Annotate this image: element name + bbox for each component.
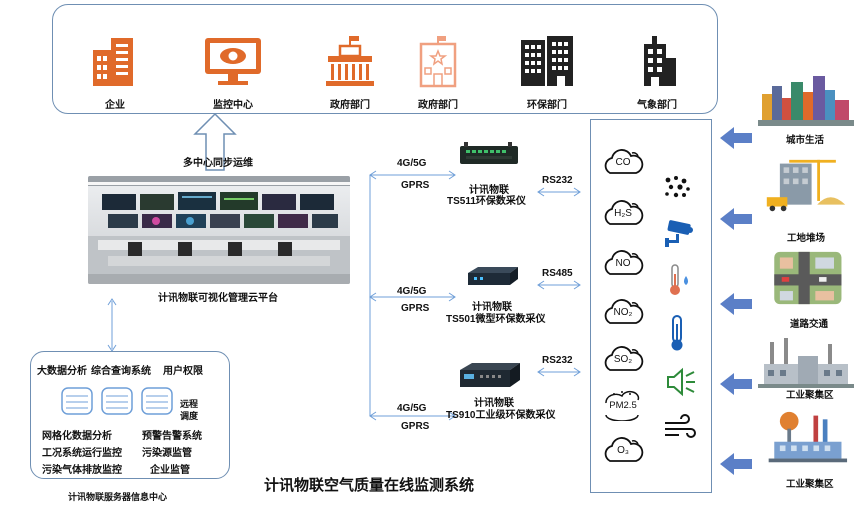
monitor-eye-icon	[205, 38, 261, 85]
wind-icon	[665, 414, 696, 438]
no-cloud-icon: NO	[602, 248, 644, 278]
so2-cloud-icon: SO₂	[602, 344, 644, 374]
server-stack-icons	[61, 387, 173, 415]
feature-emission-monitor: 污染气体排放监控	[42, 465, 122, 476]
enterprise-building-icon	[93, 38, 133, 86]
network-links	[369, 170, 581, 421]
co-cloud-icon: CO	[602, 147, 644, 177]
noise-speaker-icon	[667, 367, 695, 397]
platform-label: 计讯物联可视化管理云平台	[158, 293, 278, 304]
entity-label: 企业	[105, 100, 125, 111]
link3-gprs: GPRS	[401, 421, 430, 432]
source-arrow	[720, 127, 752, 149]
platform-server-link	[107, 298, 117, 352]
link1-gprs: GPRS	[401, 180, 430, 191]
h2s-cloud-icon: H₂S	[602, 198, 644, 228]
link1-network: 4G/5G	[397, 158, 427, 169]
road-traffic-icon	[774, 251, 842, 305]
government-building-outline-icon	[419, 36, 457, 88]
feature-condition-monitor: 工况系统运行监控	[42, 448, 122, 459]
entity-label: 政府部门	[418, 100, 458, 111]
environment-building-icon	[521, 36, 573, 86]
entity-government-1: 政府部门	[305, 34, 395, 111]
feature-user-permission: 用户权限	[163, 366, 203, 377]
sync-label: 多中心同步运维	[183, 158, 253, 169]
industrial-zone-icon	[758, 338, 854, 388]
industrial-zone-2-icon	[768, 411, 848, 463]
main-title: 计讯物联空气质量在线监测系统	[264, 477, 475, 494]
link1-model: TS511环保数采仪	[447, 196, 526, 207]
entity-label: 气象部门	[637, 100, 677, 111]
stakeholder-panel	[52, 4, 718, 114]
source-label: 工地堆场	[787, 233, 826, 244]
feature-pollution-source: 污染源监管	[142, 448, 192, 459]
feature-query-system: 综合查询系统	[91, 366, 151, 377]
gas-sensor-column: CO H₂S NO NO₂ SO₂ PM2.5 O₃	[602, 147, 644, 462]
feature-remote-dispatch: 远程调度	[180, 399, 199, 421]
ts511-device	[460, 142, 518, 164]
city-life-icon	[758, 76, 854, 126]
ts910-device	[460, 363, 520, 387]
dust-particles-icon	[665, 176, 690, 198]
o3-cloud-icon: O₃	[602, 435, 644, 465]
link2-brand: 计讯物联	[472, 302, 512, 313]
source-arrow	[720, 373, 752, 395]
feature-grid-analysis: 网格化数据分析	[42, 431, 112, 442]
link3-interface: RS232	[542, 355, 573, 366]
link1-interface: RS232	[542, 175, 573, 186]
pm25-cloud-icon: PM2.5	[602, 389, 644, 421]
link2-network: 4G/5G	[397, 286, 427, 297]
sync-up-arrow	[193, 112, 237, 171]
server-icon	[61, 387, 93, 415]
entity-label: 监控中心	[213, 100, 253, 111]
ts501-device	[468, 267, 518, 285]
no2-cloud-icon: NO₂	[602, 297, 644, 327]
source-arrow	[720, 208, 752, 230]
feature-big-data: 大数据分析	[37, 366, 87, 377]
entity-label: 环保部门	[527, 100, 567, 111]
link3-model: TS910工业级环保数采仪	[446, 410, 556, 421]
feature-enterprise-supervision: 企业监管	[150, 465, 190, 476]
camera-icon	[665, 220, 693, 247]
source-arrow	[720, 453, 752, 475]
thermometer-icon	[671, 315, 683, 351]
source-arrow	[720, 293, 752, 315]
entity-label: 政府部门	[330, 100, 370, 111]
entity-environment: 环保部门	[502, 34, 592, 111]
construction-site-icon	[766, 159, 846, 212]
source-label: 工业聚集区	[786, 390, 834, 401]
link1-brand: 计讯物联	[469, 185, 509, 196]
entity-government-2: 政府部门	[393, 34, 483, 111]
source-label: 城市生活	[786, 135, 825, 146]
server-info-center-panel	[30, 351, 230, 479]
link3-brand: 计讯物联	[474, 398, 514, 409]
link2-gprs: GPRS	[401, 303, 430, 314]
meteorology-building-icon	[644, 36, 676, 86]
control-room-image	[88, 176, 350, 284]
source-label: 道路交通	[790, 319, 829, 330]
entity-meteorology: 气象部门	[612, 34, 702, 111]
link2-model: TS501微型环保数采仪	[446, 314, 546, 325]
link2-interface: RS485	[542, 268, 573, 279]
entity-enterprise: 企业	[70, 34, 160, 111]
sensor-panel	[590, 119, 712, 493]
source-label: 工业聚集区	[786, 479, 834, 490]
server-center-title: 计讯物联服务器信息中心	[68, 492, 168, 502]
entity-monitor-center: 监控中心	[188, 34, 278, 111]
link3-network: 4G/5G	[397, 403, 427, 414]
feature-alarm-system: 预警告警系统	[142, 431, 202, 442]
government-building-icon	[326, 36, 374, 86]
temperature-drop-icon	[670, 264, 688, 295]
